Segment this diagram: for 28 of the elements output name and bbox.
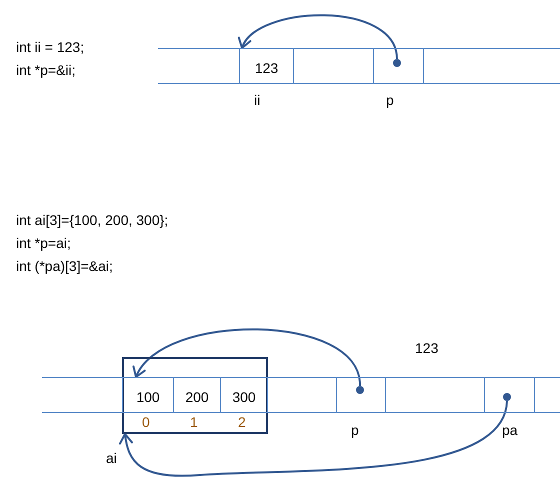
cell-value: 200 xyxy=(185,388,209,404)
code-line: int (*pa)[3]=&ai; xyxy=(16,258,113,274)
code-line: int ii = 123; xyxy=(16,39,84,55)
cell-value: 100 xyxy=(136,388,160,404)
cell-value: 300 xyxy=(232,388,256,404)
variable-name: ai xyxy=(106,450,117,466)
array-index: 1 xyxy=(190,414,198,430)
array-frame xyxy=(122,357,268,434)
memory-cell xyxy=(484,377,535,413)
variable-name: p xyxy=(386,92,394,108)
code-line: int *p=ai; xyxy=(16,235,71,251)
variable-name: ii xyxy=(254,92,260,108)
value-text: 123 xyxy=(415,340,438,356)
curved-arrow xyxy=(134,328,361,386)
cell-value: 123 xyxy=(254,58,278,76)
curved-arrow xyxy=(119,400,508,477)
variable-name: pa xyxy=(502,422,518,438)
variable-name: p xyxy=(351,422,359,438)
pointer-dot-icon xyxy=(503,393,511,401)
code-line: int *p=&ii; xyxy=(16,62,76,78)
pointer-dot-icon xyxy=(356,386,364,394)
memory-cell xyxy=(336,377,386,413)
array-index: 2 xyxy=(238,414,246,430)
curved-arrow xyxy=(240,14,398,60)
code-line: int ai[3]={100, 200, 300}; xyxy=(16,212,168,228)
memory-cell xyxy=(373,48,424,84)
pointer-dot-icon xyxy=(393,59,401,67)
array-index: 0 xyxy=(142,414,150,430)
